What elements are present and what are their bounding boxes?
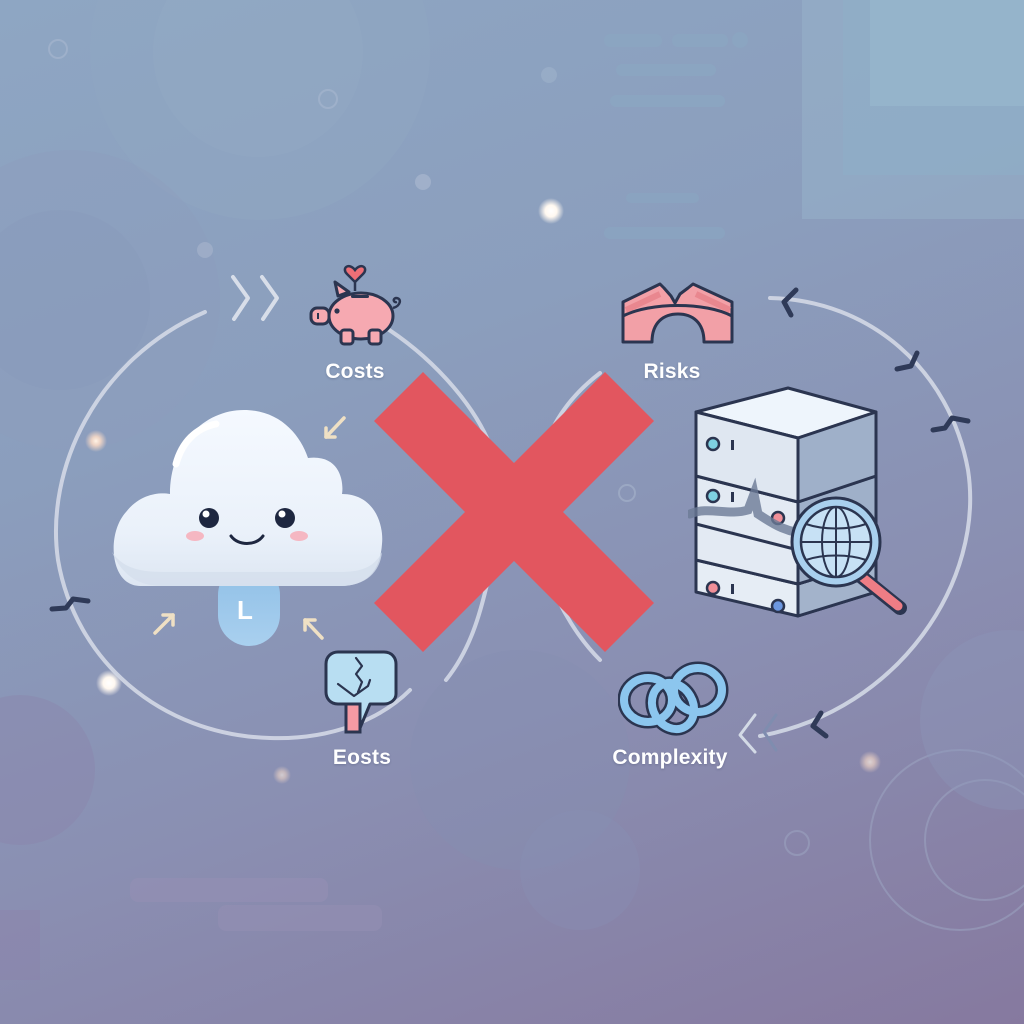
cracked-sign-icon [324, 650, 398, 734]
broken-bridge-icon [621, 282, 734, 344]
tangled-knot-icon [618, 661, 729, 736]
server-stack-icon [688, 386, 907, 618]
red-cross-icon [374, 372, 654, 652]
cloud-badge-letter: L [237, 595, 253, 625]
cloud-mascot-icon [112, 410, 383, 646]
label-complexity: Complexity [612, 746, 728, 769]
label-costs: Costs [325, 360, 385, 383]
piggy-bank-icon [309, 264, 402, 346]
label-risks: Risks [643, 360, 701, 383]
label-eosts: Eosts [332, 746, 392, 769]
